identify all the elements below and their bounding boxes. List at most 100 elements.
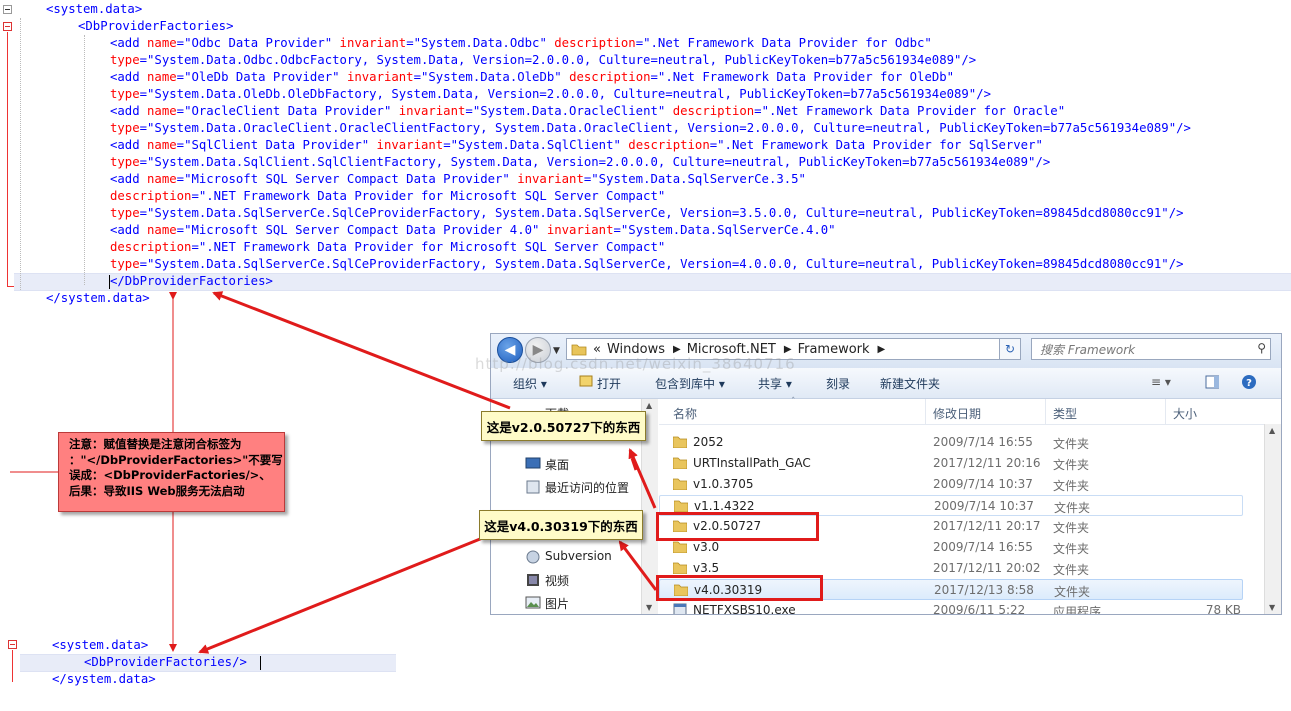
column-header-type[interactable]: 类型: [1053, 407, 1078, 421]
view-options-icon[interactable]: ≡ ▾: [1151, 375, 1171, 389]
file-date: 2009/7/14 10:37: [933, 477, 1033, 491]
search-icon[interactable]: ⚲: [1257, 341, 1266, 355]
preview-pane-icon[interactable]: [1205, 375, 1219, 389]
column-divider[interactable]: [1045, 399, 1046, 424]
nav-item-subversion[interactable]: Subversion: [545, 549, 612, 563]
nav-item-desktop[interactable]: 桌面: [545, 458, 570, 472]
code-token: <DbProviderFactories/>: [84, 655, 247, 669]
code-token: =: [465, 104, 473, 118]
scroll-down-icon[interactable]: ▼: [1269, 603, 1276, 612]
code-line[interactable]: description=".NET Framework Data Provide…: [14, 239, 1191, 256]
open-button[interactable]: 打开: [597, 377, 622, 391]
code-token: type: [110, 121, 140, 135]
burn-button[interactable]: 刻录: [826, 377, 851, 391]
file-date: 2017/12/11 20:16: [933, 456, 1041, 470]
code-line[interactable]: type="System.Data.OleDb.OleDbFactory, Sy…: [14, 86, 1191, 103]
address-input[interactable]: « Windows▶ Microsoft.NET▶ Framework▶ ▼: [566, 338, 1021, 360]
file-name: v3.0: [693, 540, 720, 554]
code-line[interactable]: <system.data>: [14, 1, 1191, 18]
file-date: 2017/12/13 8:58: [934, 583, 1034, 597]
nav-item-pictures[interactable]: 图片: [545, 597, 570, 611]
nav-pane-scrollbar[interactable]: ▲▼: [641, 399, 658, 614]
search-input[interactable]: 搜索 Framework ⚲: [1031, 338, 1271, 360]
code-editor-bottom[interactable]: <system.data><DbProviderFactories/> </sys…: [20, 637, 247, 688]
column-header-date[interactable]: 修改日期: [933, 407, 982, 421]
code-token: =: [176, 70, 185, 84]
code-token: =: [139, 87, 148, 101]
column-header-size[interactable]: 大小: [1173, 407, 1198, 421]
code-token: name: [147, 70, 177, 84]
help-icon[interactable]: ?: [1241, 374, 1257, 390]
code-line[interactable]: <DbProviderFactories>: [14, 18, 1191, 35]
recent-pages-dropdown[interactable]: ▼: [553, 346, 560, 356]
pictures-icon: [525, 596, 541, 609]
code-token: invariant: [332, 36, 407, 50]
code-line[interactable]: description=".NET Framework Data Provide…: [14, 188, 1191, 205]
column-divider[interactable]: [1165, 399, 1166, 424]
code-line[interactable]: type="System.Data.SqlClient.SqlClientFac…: [14, 154, 1191, 171]
organize-menu[interactable]: 组织 ▾: [513, 377, 547, 391]
code-line[interactable]: <add name="OracleClient Data Provider" i…: [14, 103, 1191, 120]
code-line[interactable]: <add name="OleDb Data Provider" invarian…: [14, 69, 1191, 86]
code-token: <system.data>: [46, 2, 143, 16]
column-header-name[interactable]: 名称: [673, 407, 698, 421]
code-token: <add: [110, 138, 148, 152]
chevron-right-icon[interactable]: ▶: [783, 343, 792, 355]
breadcrumb-framework[interactable]: Framework: [797, 341, 870, 357]
column-divider[interactable]: [925, 399, 926, 424]
scroll-up-icon[interactable]: ▲: [1269, 426, 1276, 435]
code-line[interactable]: type="System.Data.OracleClient.OracleCli…: [14, 120, 1191, 137]
chevron-right-icon[interactable]: ▶: [877, 343, 886, 355]
file-date: 2009/6/11 5:22: [933, 603, 1026, 615]
code-token: "OleDb Data Provider": [184, 70, 340, 84]
breadcrumb-microsoft-net[interactable]: Microsoft.NET: [686, 341, 776, 357]
code-line[interactable]: </DbProviderFactories>: [14, 273, 1191, 290]
code-line[interactable]: type="System.Data.Odbc.OdbcFactory, Syst…: [14, 52, 1191, 69]
code-line[interactable]: <system.data>: [20, 637, 247, 654]
scroll-down-icon[interactable]: ▼: [646, 603, 653, 612]
code-line[interactable]: <add name="Odbc Data Provider" invariant…: [14, 35, 1191, 52]
chevron-right-icon[interactable]: ▶: [673, 343, 681, 355]
breadcrumb-back[interactable]: «: [593, 341, 601, 357]
code-line[interactable]: <add name="SqlClient Data Provider" inva…: [14, 137, 1191, 154]
back-button[interactable]: ◀: [497, 337, 523, 363]
code-token: "Microsoft SQL Server Compact Data Provi…: [184, 223, 540, 237]
share-menu[interactable]: 共享 ▾: [758, 377, 792, 391]
breadcrumb-windows[interactable]: Windows: [606, 341, 665, 357]
file-type: 文件夹: [1053, 563, 1090, 577]
new-folder-button[interactable]: 新建文件夹: [880, 377, 941, 391]
fold-toggle-dbproviderfactories[interactable]: [3, 22, 12, 31]
forward-button[interactable]: ▶: [525, 337, 551, 363]
file-type: 文件夹: [1054, 501, 1091, 515]
code-line[interactable]: </system.data>: [14, 290, 1191, 307]
code-line[interactable]: <add name="Microsoft SQL Server Compact …: [14, 171, 1191, 188]
scroll-up-icon[interactable]: ▲: [646, 401, 653, 410]
file-list-scrollbar[interactable]: ▲▼: [1264, 424, 1281, 614]
fold-toggle-system-data[interactable]: [3, 5, 12, 14]
text-caret: [109, 275, 110, 289]
refresh-button[interactable]: ↻: [999, 338, 1021, 360]
code-line[interactable]: <add name="Microsoft SQL Server Compact …: [14, 222, 1191, 239]
code-token: "System.Data.SqlClient": [450, 138, 621, 152]
code-editor-top[interactable]: <system.data><DbProviderFactories><add n…: [14, 1, 1191, 307]
code-token: =: [176, 36, 185, 50]
fold-toggle-system-data-bottom[interactable]: [8, 640, 17, 649]
include-in-library-menu[interactable]: 包含到库中 ▾: [655, 377, 725, 391]
code-line[interactable]: <DbProviderFactories/>: [20, 654, 247, 671]
nav-item-recent-places[interactable]: 最近访问的位置: [545, 481, 630, 495]
code-line[interactable]: type="System.Data.SqlServerCe.SqlCeProvi…: [14, 205, 1191, 222]
nav-item-videos[interactable]: 视频: [545, 574, 570, 588]
code-line[interactable]: </system.data>: [20, 671, 247, 688]
code-line[interactable]: type="System.Data.SqlServerCe.SqlCeProvi…: [14, 256, 1191, 273]
code-token: type: [110, 53, 140, 67]
code-token: "SqlClient Data Provider": [184, 138, 370, 152]
